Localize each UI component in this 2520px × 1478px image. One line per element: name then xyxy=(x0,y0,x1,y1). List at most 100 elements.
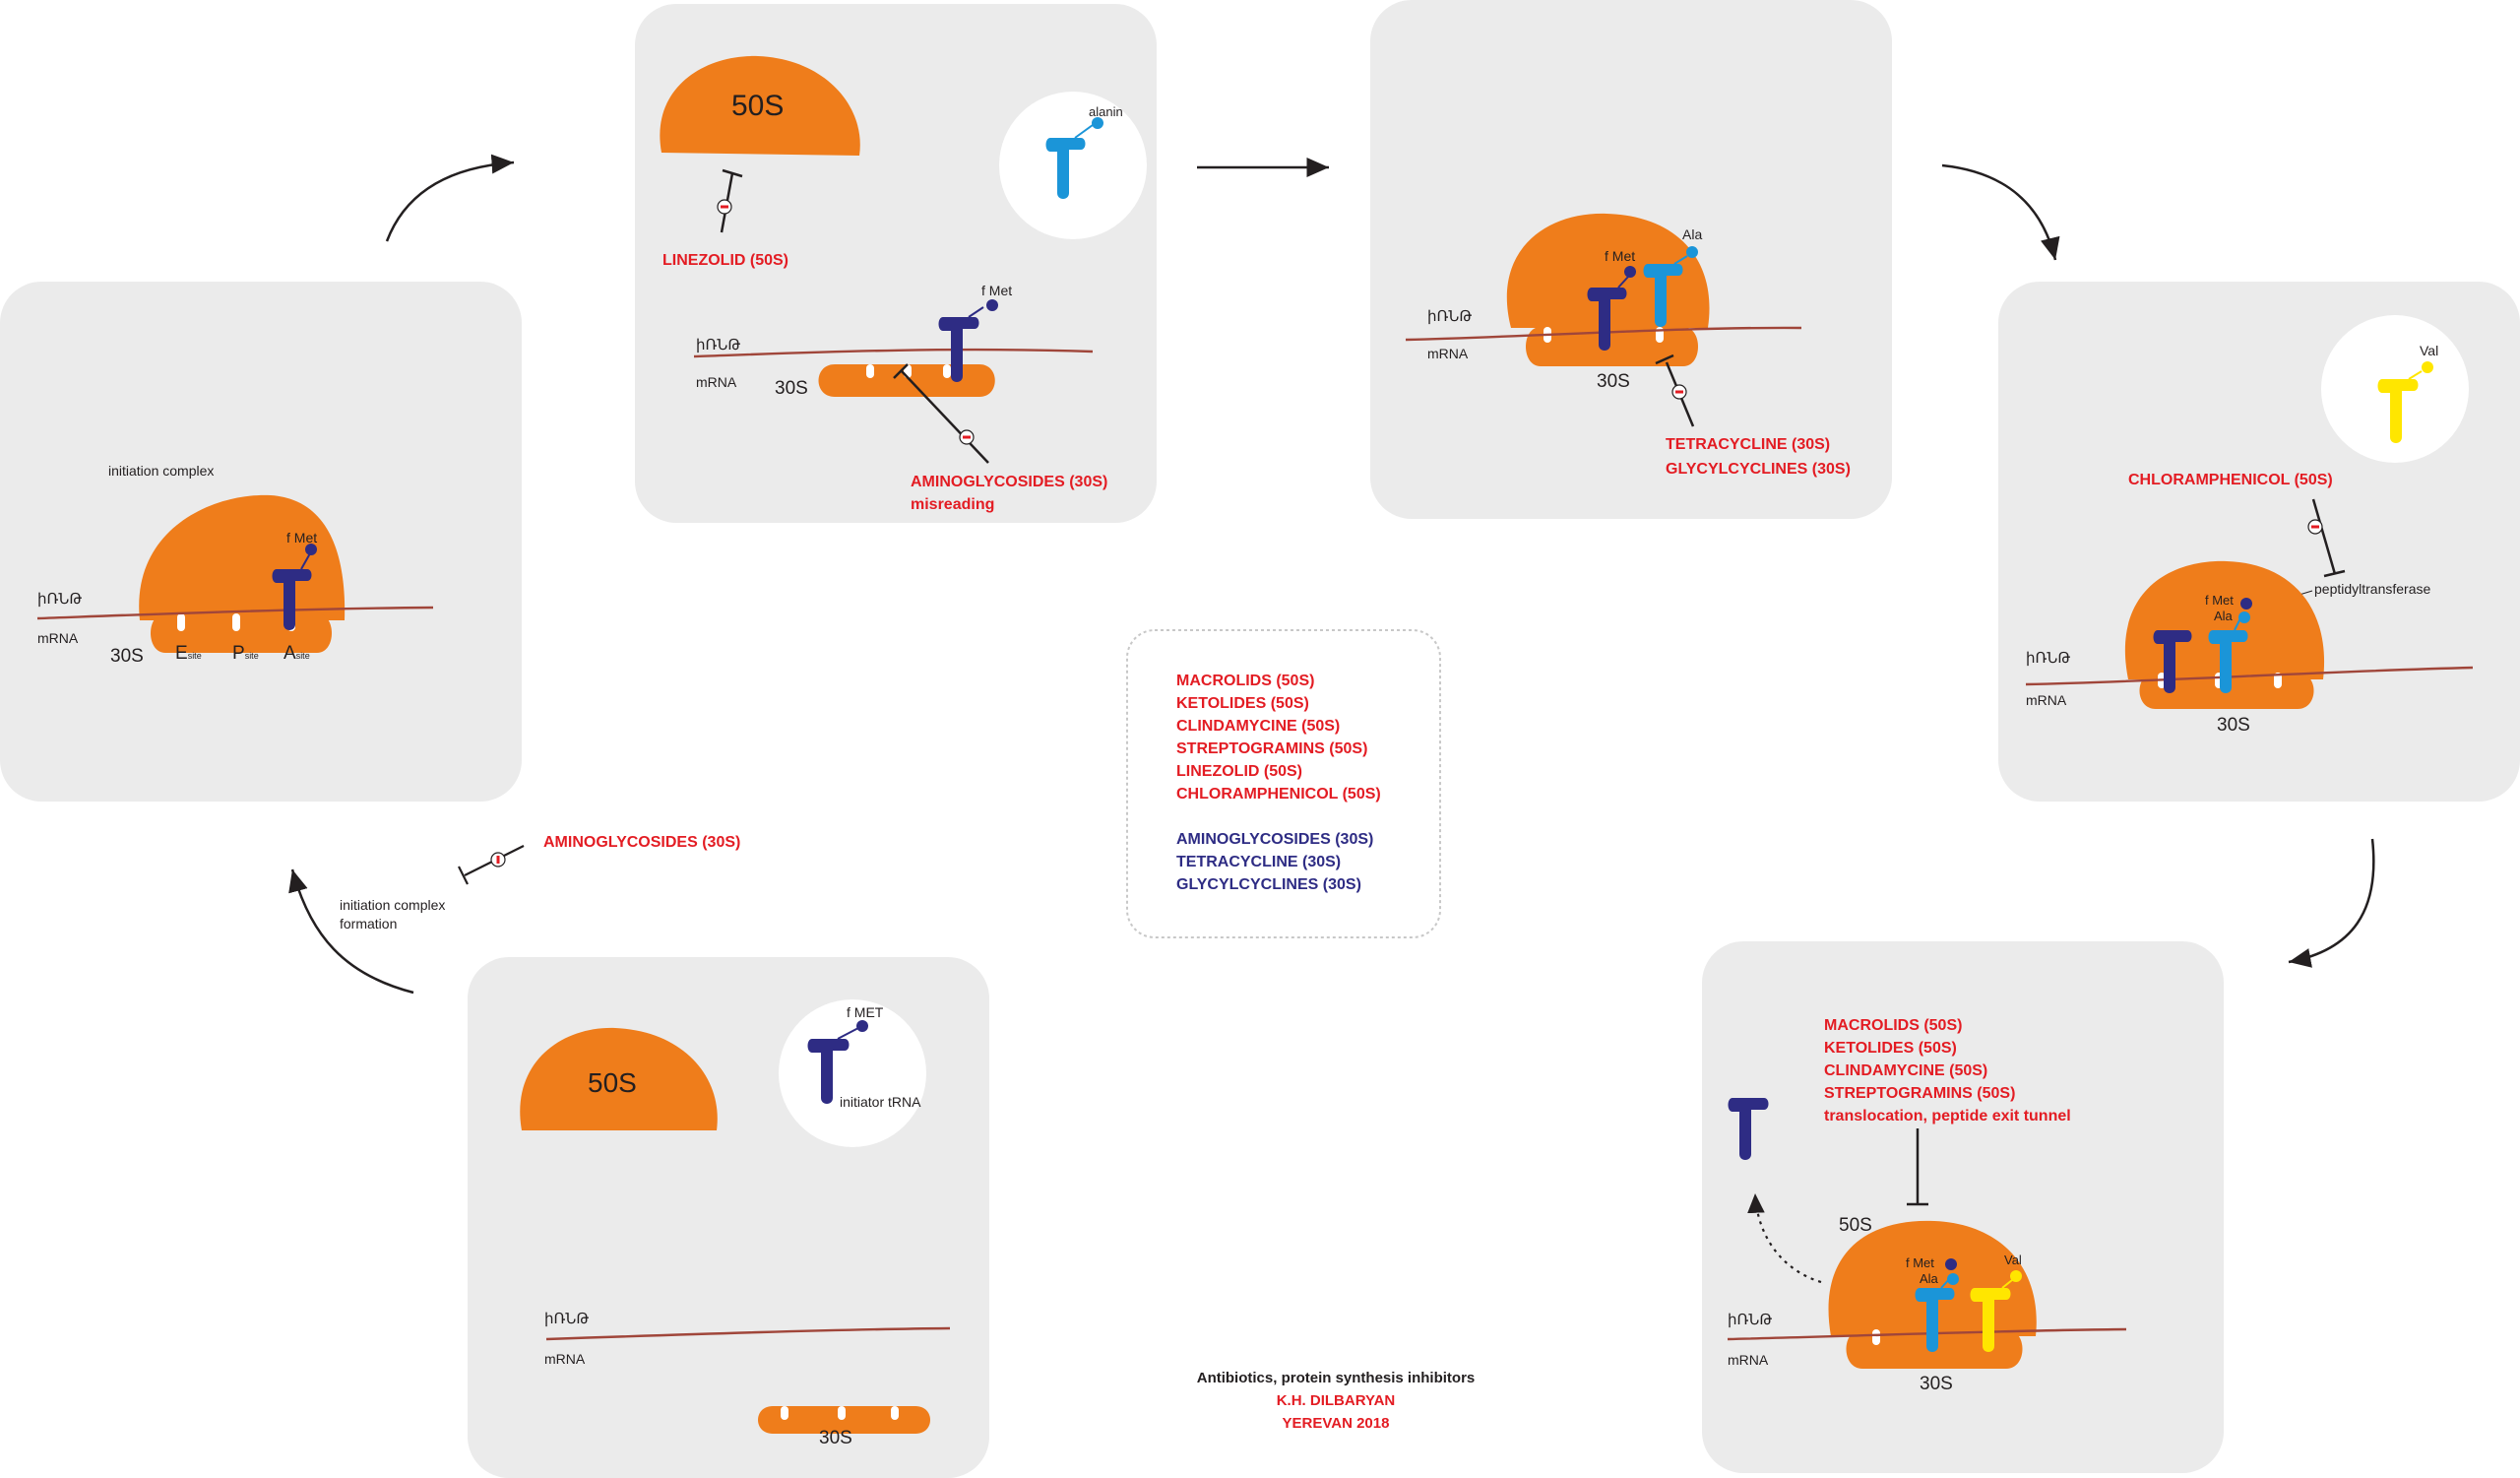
fmet-trna-icon xyxy=(2153,630,2192,693)
initiation-formation-label-1: initiation complex xyxy=(340,897,445,913)
valine-dot xyxy=(2010,1270,2022,1282)
alanine-dot xyxy=(1092,117,1103,129)
arrow-subunits-to-initiation xyxy=(288,868,414,995)
fmet-trna-icon xyxy=(272,569,312,630)
peptidyltransferase-label: peptidyltransferase xyxy=(2314,581,2431,597)
ala-label: Ala xyxy=(2214,609,2234,623)
fmet-dot xyxy=(1945,1258,1957,1270)
val-label: Val xyxy=(2420,343,2438,358)
legend-item: LINEZOLID (50S) xyxy=(1176,763,1302,780)
ala-trna-icon xyxy=(1643,264,1683,327)
alanine-dot xyxy=(1947,1273,1959,1285)
ribosome-30s xyxy=(758,1406,930,1434)
legend-box xyxy=(1126,629,1441,938)
mrna-armenian-label: իՌՆԹ xyxy=(1427,308,1472,325)
ala-trna-icon xyxy=(1915,1288,1955,1352)
subunit-30s-label: 30S xyxy=(110,646,144,667)
site-notch xyxy=(1872,1329,1880,1345)
legend-item: CLINDAMYCINE (50S) xyxy=(1176,718,1340,735)
credits: Antibiotics, protein synthesis inhibitor… xyxy=(1197,1370,1476,1432)
alanine-dot xyxy=(2238,611,2250,623)
fmet-dot xyxy=(986,299,998,311)
mrna-label: mRNA xyxy=(1728,1352,1769,1368)
site-notch xyxy=(781,1406,788,1420)
mrna-armenian-label: իՌՆԹ xyxy=(544,1311,589,1327)
chloramphenicol-label: CHLORAMPHENICOL (50S) xyxy=(2128,472,2333,488)
legend-item: KETOLIDES (50S) xyxy=(1176,695,1309,712)
arrow-chloramphenicol-to-macrolides xyxy=(2288,838,2375,968)
mrna-label: mRNA xyxy=(1427,346,1469,361)
fmet-label: f Met xyxy=(2205,593,2234,608)
legend-item: CHLORAMPHENICOL (50S) xyxy=(1176,786,1381,803)
ketolides-label: KETOLIDES (50S) xyxy=(1824,1040,1957,1057)
mrna-armenian-label: իՌՆԹ xyxy=(696,337,740,353)
antibiotic-legend: MACROLIDS (50S) KETOLIDES (50S) CLINDAMY… xyxy=(1126,629,1441,938)
fmet-dot xyxy=(2240,598,2252,610)
panel-chloramphenicol: Val CHLORAMPHENICOL (50S) peptidyltransf… xyxy=(1998,282,2520,802)
mrna-label: mRNA xyxy=(696,374,737,390)
ala-label: Ala xyxy=(1920,1271,1939,1286)
panel-background xyxy=(1702,941,2224,1473)
ribosome-30s xyxy=(1526,327,1698,366)
panel-linezolid: 50S alanin LINEZOLID (50S) f Met իՌՆԹ mR… xyxy=(635,4,1157,523)
mrna-armenian-label: իՌՆԹ xyxy=(1728,1312,1772,1328)
site-notch xyxy=(838,1406,846,1420)
panel-tetracycline: f Met Ala իՌՆԹ mRNA 30S TETRACYCLINE (30… xyxy=(1370,0,1892,519)
credits-place-year: YEREVAN 2018 xyxy=(1283,1415,1390,1432)
cycle-arrows xyxy=(288,154,2375,995)
mrna-label: mRNA xyxy=(544,1351,586,1367)
credits-title: Antibiotics, protein synthesis inhibitor… xyxy=(1197,1370,1476,1386)
exit-dotted-arrow xyxy=(1747,1192,1822,1284)
a-site-label: Asite xyxy=(284,643,310,664)
fmet-dot xyxy=(856,1020,868,1032)
subunit-50s-label: 50S xyxy=(588,1067,637,1098)
arrow-tetracycline-to-chloramphenicol xyxy=(1941,163,2060,261)
mrna-strand xyxy=(693,348,1094,358)
subunit-30s-label: 30S xyxy=(1920,1374,1953,1394)
val-trna-icon xyxy=(1970,1288,2011,1352)
fmet-label: f MET xyxy=(847,1004,884,1020)
panel-macrolides: MACROLIDS (50S) KETOLIDES (50S) CLINDAMY… xyxy=(1702,941,2224,1473)
released-trna-icon xyxy=(1728,1098,1769,1160)
site-notch xyxy=(891,1406,899,1420)
legend-item: TETRACYCLINE (30S) xyxy=(1176,854,1341,870)
subunit-50s-label: 50S xyxy=(1839,1215,1872,1236)
fmet-trna-icon xyxy=(1587,288,1627,351)
mrna-strand xyxy=(36,606,434,620)
glycylcyclines-label: GLYCYLCYCLINES (30S) xyxy=(1666,461,1851,478)
val-label: Val xyxy=(2004,1253,2022,1267)
site-notch xyxy=(943,364,951,378)
p-site-notch xyxy=(232,613,240,631)
fmet-dot xyxy=(1624,266,1636,278)
initiation-complex-label: initiation complex xyxy=(108,463,214,479)
fmet-trna-icon xyxy=(938,317,979,382)
panel-free-subunits: 50S f MET initiator tRNA իՌՆԹ mRNA 30S xyxy=(468,957,989,1478)
legend-item: GLYCYLCYCLINES (30S) xyxy=(1176,876,1361,893)
legend-item: STREPTOGRAMINS (50S) xyxy=(1176,740,1367,757)
fmet-label: f Met xyxy=(1605,248,1635,264)
initiator-trna-label: initiator tRNA xyxy=(840,1094,921,1110)
fmet-dot xyxy=(305,544,317,555)
mrna-armenian-label: իՌՆԹ xyxy=(37,591,82,608)
valine-dot xyxy=(2422,361,2433,373)
subunit-50s-label: 50S xyxy=(731,90,784,122)
aminoglycosides-label: AMINOGLYCOSIDES (30S) xyxy=(543,834,740,851)
trna-inset-circle xyxy=(779,999,926,1147)
val-trna-icon xyxy=(2377,379,2419,443)
p-site-label: Psite xyxy=(232,643,259,664)
tetracycline-label: TETRACYCLINE (30S) xyxy=(1666,436,1830,453)
chloramphenicol-inhibition-line xyxy=(2311,498,2337,575)
linezolid-label: LINEZOLID (50S) xyxy=(662,252,788,269)
legend-item: AMINOGLYCOSIDES (30S) xyxy=(1176,831,1373,848)
panel-initiation-complex: initiation complex f Met իՌՆԹ mRNA 30S E… xyxy=(0,282,522,802)
ala-trna-icon xyxy=(1045,138,1086,199)
subunit-30s-label: 30S xyxy=(1597,371,1630,392)
initiation-formation-label-2: formation xyxy=(340,916,397,932)
alanin-label: alanin xyxy=(1089,104,1123,119)
initiator-trna-icon xyxy=(807,1039,850,1104)
ribosome-50s xyxy=(520,1027,718,1130)
translocation-label: translocation, peptide exit tunnel xyxy=(1824,1108,2071,1125)
ribosome-50s xyxy=(660,55,860,156)
subunit-30s-label: 30S xyxy=(819,1428,852,1448)
